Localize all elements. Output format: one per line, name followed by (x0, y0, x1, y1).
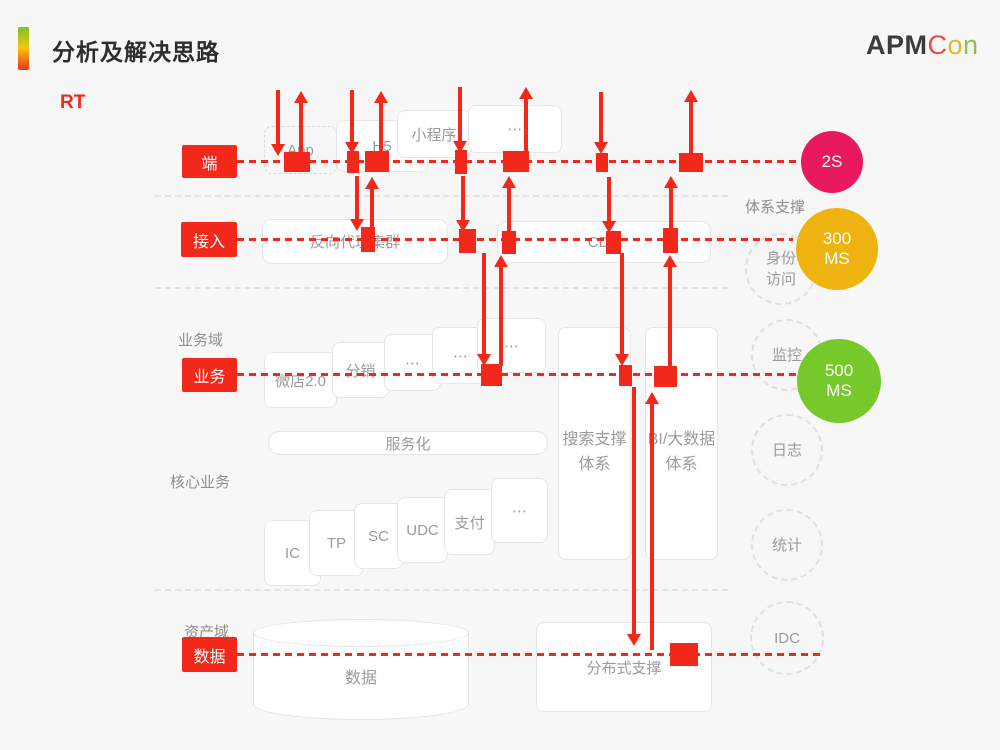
box-client-more: ⋯ (468, 105, 562, 153)
trace-node (606, 231, 621, 254)
trace-line-business (237, 373, 797, 376)
rt-axis-label: RT (60, 92, 86, 113)
metric-access-rt: 300 MS (796, 208, 878, 290)
trace-node (502, 231, 516, 254)
box-bi-bigdata: BI/大数据体系 (645, 327, 718, 560)
flow-arrow-up (519, 87, 533, 153)
support-panel-heading: 体系支撑 (745, 199, 806, 216)
flow-arrow-down (477, 253, 491, 366)
database-label: 数据 (344, 670, 377, 687)
flow-arrow-down (615, 253, 629, 366)
box-search-support: 搜索支撑体系 (558, 327, 631, 560)
flow-arrow-up (294, 91, 308, 155)
box-core-more: ⋯ (491, 478, 548, 543)
database-cylinder (253, 633, 469, 720)
trace-node (619, 365, 632, 386)
separator-line (155, 287, 728, 289)
metric-business-rt: 500 MS (797, 339, 881, 423)
box-servicization: 服务化 (268, 431, 548, 455)
trace-node (663, 228, 678, 253)
trace-node (679, 153, 703, 172)
trace-node (284, 152, 310, 172)
logo-apm: APM (866, 30, 928, 60)
logo-c: C (927, 30, 948, 60)
layer-chip-client: 端 (182, 145, 237, 178)
zone-label-core-business: 核心业务 (170, 474, 231, 491)
box-udc: UDC (397, 497, 448, 563)
flow-arrow-up (502, 176, 516, 233)
apmcon-logo: APMCon (866, 30, 979, 61)
box-distributed-support: 分布式支撑 (536, 622, 712, 712)
box-sc: SC (354, 503, 403, 569)
box-payment: 支付 (444, 489, 495, 555)
database-cylinder-top (253, 619, 469, 647)
flow-arrow-down (350, 176, 364, 231)
title-accent-bar (18, 27, 29, 70)
logo-n: n (963, 30, 979, 60)
page-title: 分析及解决思路 (52, 39, 220, 65)
trace-node (596, 153, 608, 172)
trace-node (503, 151, 529, 172)
trace-line-data (237, 653, 825, 656)
trace-node (361, 227, 375, 252)
flow-arrow-down (271, 90, 285, 156)
flow-arrow-down (594, 92, 608, 154)
layer-chip-business: 业务 (182, 358, 237, 392)
zone-label-business-domain: 业务域 (178, 332, 224, 349)
flow-arrow-up (684, 90, 698, 154)
flow-arrow-down (453, 87, 467, 153)
trace-node (455, 150, 467, 174)
flow-arrow-up (663, 255, 677, 366)
flow-arrow-up (494, 255, 508, 366)
support-circle-statistics: 统计 (751, 509, 823, 581)
trace-node (654, 366, 677, 387)
flow-arrow-up (664, 176, 678, 234)
logo-o: o (947, 30, 964, 60)
flow-arrow-up (374, 91, 388, 153)
trace-node (670, 643, 698, 666)
flow-arrow-down (345, 90, 359, 154)
separator-line (155, 195, 728, 197)
box-weidian: 微店2.0 (264, 352, 337, 408)
flow-arrow-down (602, 177, 616, 233)
box-business-more-3: ⋯ (477, 318, 546, 373)
box-distribution: 分销 (332, 342, 389, 398)
zone-label-asset-domain: 资产域 (184, 624, 230, 641)
layer-chip-data: 数据 (182, 637, 237, 672)
flow-arrow-up (365, 177, 379, 230)
support-circle-logging: 日志 (751, 414, 823, 486)
flow-arrow-down (627, 387, 641, 646)
trace-node (481, 364, 502, 386)
flow-arrow-down (456, 176, 470, 232)
trace-node (459, 229, 476, 253)
box-business-more-1: ⋯ (384, 334, 441, 391)
trace-node (365, 151, 389, 172)
flow-arrow-up (645, 392, 659, 650)
separator-line (155, 589, 728, 591)
support-circle-idc: IDC (750, 601, 824, 675)
layer-chip-access: 接入 (181, 222, 237, 257)
trace-node (347, 151, 359, 173)
metric-client-rt: 2S (801, 131, 863, 193)
